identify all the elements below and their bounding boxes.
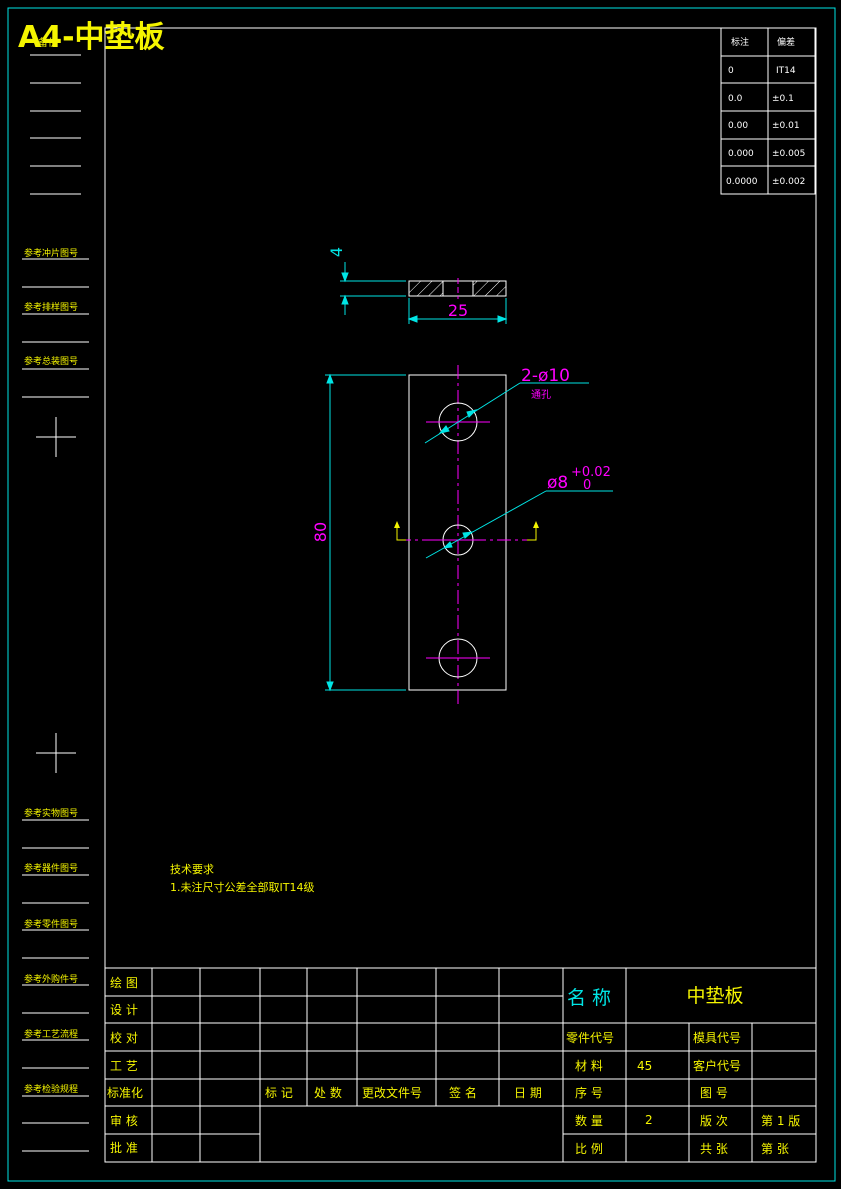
side-labels-bottom: 参考实物图号 参考器件图号 参考零件图号 参考外购件号 参考工艺流程 参考检验规…	[22, 807, 89, 1152]
revision-header: 标 记	[265, 1086, 293, 1100]
version-value: 第 1 版	[761, 1114, 800, 1128]
outer-border	[7, 7, 836, 1182]
tol-cell: 0.00	[728, 121, 748, 131]
side-label: 参考实物图号	[24, 807, 78, 819]
center-hole-label: ø8	[547, 473, 568, 493]
side-label: 参考工艺流程	[24, 1028, 78, 1040]
name-label: 名 称	[567, 987, 611, 1009]
material-label: 材 料	[575, 1059, 603, 1073]
side-label: 参考总装图号	[24, 355, 78, 367]
tol-cell: ±0.01	[772, 121, 800, 131]
role-label: 审 核	[110, 1113, 138, 1128]
length-dimension	[325, 373, 406, 692]
side-label: 参考排样图号	[24, 301, 78, 313]
thickness-dimension	[340, 262, 406, 315]
revision-header: 日 期	[514, 1086, 542, 1100]
role-label: 校 对	[110, 1030, 138, 1045]
side-labels-top: 参考冲片图号 参考排样图号 参考总装图号	[22, 247, 89, 398]
role-label: 设 计	[110, 1003, 138, 1017]
length-label: 80	[311, 522, 330, 542]
revision-header: 处 数	[314, 1085, 342, 1100]
width-dimension	[407, 298, 508, 324]
tol-cell: 0.000	[728, 149, 754, 159]
holes-note: 2-ø10	[521, 366, 570, 386]
revision-header: 签 名	[449, 1085, 477, 1100]
revision-header: 更改文件号	[362, 1085, 422, 1100]
tol-cell: ±0.1	[772, 94, 794, 104]
side-view	[408, 278, 507, 299]
side-label: 参考零件图号	[24, 918, 78, 930]
registration-mark-top	[36, 417, 76, 457]
holes-sub: 通孔	[531, 389, 551, 401]
title-block-grid	[105, 967, 816, 1162]
thickness-label: 4	[327, 247, 346, 257]
qty-value: 2	[645, 1113, 653, 1127]
sheet-label: 第 张	[761, 1142, 789, 1156]
registration-mark-bottom	[36, 733, 76, 773]
tol-header: 偏差	[777, 36, 795, 48]
tol-cell: 0.0	[728, 94, 743, 104]
tol-cell: ±0.002	[772, 177, 805, 187]
revision-headers: 标 记 处 数 更改文件号 签 名 日 期	[265, 1085, 542, 1100]
sheet-title: A4-中垫板	[18, 20, 165, 55]
left-blank-lines	[30, 54, 81, 195]
inner-frame	[104, 27, 817, 1163]
width-label: 25	[448, 301, 468, 320]
tolerance-lower: 0	[583, 478, 591, 493]
notes-title: 技术要求	[170, 863, 214, 876]
part-code-label: 零件代号	[566, 1031, 614, 1045]
title-block-roles: 绘 图 设 计 校 对 工 艺 标准化 审 核 批 准	[107, 975, 143, 1155]
role-label: 标准化	[107, 1086, 143, 1100]
role-label: 工 艺	[110, 1059, 138, 1073]
qty-label: 数 量	[575, 1113, 603, 1128]
role-label: 绘 图	[110, 975, 138, 990]
title-block-fields: 零件代号 模具代号 材 料 45 客户代号 序 号 图 号 数 量 2 版 次 …	[566, 1031, 800, 1156]
role-label: 批 准	[110, 1140, 138, 1155]
notes-line: 1.未注尺寸公差全部取IT14级	[170, 880, 314, 894]
seq-label: 序 号	[575, 1085, 603, 1100]
tolerance-upper: +0.02	[571, 465, 611, 480]
side-label: 参考检验规程	[24, 1083, 78, 1095]
version-label: 版 次	[700, 1114, 728, 1128]
side-label: 参考冲片图号	[24, 247, 78, 259]
total-sheets-label: 共 张	[700, 1142, 728, 1156]
tolerance-table	[720, 27, 816, 195]
center-hole-leader	[425, 490, 613, 559]
tol-cell: IT14	[776, 66, 796, 76]
side-stamp: 备份	[38, 36, 58, 49]
scale-label: 比 例	[575, 1142, 603, 1156]
tol-cell: ±0.005	[772, 149, 805, 159]
part-name: 中垫板	[686, 985, 743, 1007]
tol-header: 标注	[731, 36, 749, 48]
side-label: 参考器件图号	[24, 862, 78, 874]
tol-cell: 0.0000	[726, 177, 758, 187]
hole-leader	[424, 382, 589, 444]
tol-cell: 0	[728, 66, 734, 76]
material-value: 45	[637, 1059, 652, 1073]
tolerance-table-text: 标注 偏差 0 IT14 0.0 ±0.1 0.00 ±0.01 0.000 ±…	[726, 36, 805, 187]
side-label: 参考外购件号	[24, 973, 78, 985]
customer-code-label: 客户代号	[693, 1058, 741, 1073]
die-code-label: 模具代号	[693, 1031, 741, 1045]
figure-label: 图 号	[700, 1086, 728, 1100]
